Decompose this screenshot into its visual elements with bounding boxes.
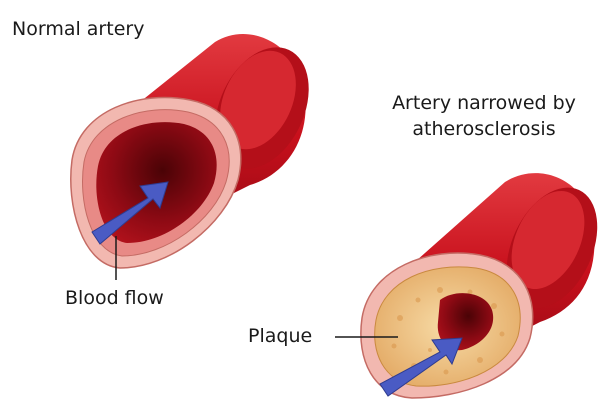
- narrowed-artery-label-line2: atherosclerosis: [374, 116, 594, 142]
- narrowed-artery-label-line1: Artery narrowed by: [374, 90, 594, 116]
- normal-artery: [71, 32, 327, 280]
- plaque-label: Plaque: [248, 323, 312, 349]
- normal-artery-label: Normal artery: [12, 16, 144, 42]
- narrowed-artery-label: Artery narrowed by atherosclerosis: [374, 90, 594, 142]
- narrowed-artery: [335, 173, 598, 398]
- blood-flow-label: Blood flow: [65, 285, 164, 311]
